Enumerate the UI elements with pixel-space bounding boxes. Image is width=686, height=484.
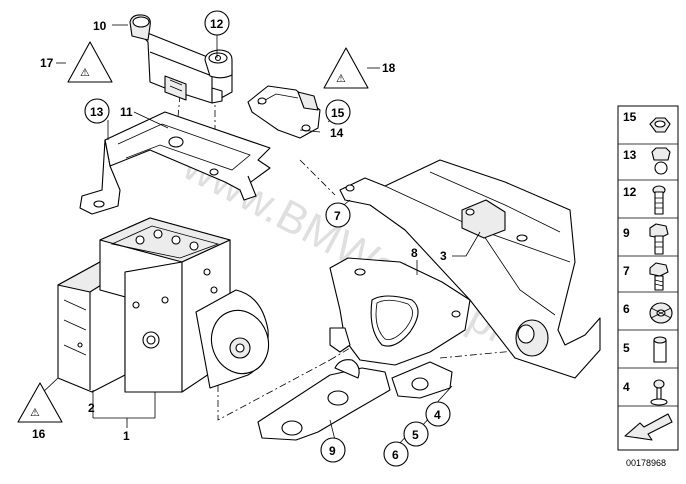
parts-legend: 15 13 12 9 xyxy=(617,105,679,451)
warning-triangle-18: ⚠ xyxy=(323,47,369,89)
rubber-mount-icon xyxy=(649,302,673,324)
svg-text:15: 15 xyxy=(623,110,637,124)
flange-screw-icon xyxy=(649,262,669,291)
control-sensor-unit xyxy=(129,14,233,104)
svg-text:7: 7 xyxy=(623,264,630,278)
callout-13: 13 xyxy=(90,105,104,119)
callout-4: 4 xyxy=(434,408,441,422)
arrow-icon xyxy=(624,413,673,441)
legend-item-4: 4 xyxy=(623,379,668,406)
svg-text:12: 12 xyxy=(623,185,637,199)
svg-text:⚠: ⚠ xyxy=(30,406,40,419)
svg-text:13: 13 xyxy=(623,148,637,162)
hex-nut-icon xyxy=(649,117,671,133)
callout-18: 18 xyxy=(382,61,396,75)
svg-text:⚠: ⚠ xyxy=(336,72,346,85)
support-plate xyxy=(329,257,471,366)
callout-circles xyxy=(84,10,451,467)
hydraulic-unit xyxy=(57,217,270,393)
warning-triangle-16: ⚠ xyxy=(17,382,63,423)
callout-12: 12 xyxy=(210,17,224,31)
callout-1: 1 xyxy=(123,429,130,443)
callout-14: 14 xyxy=(330,126,344,140)
cap-nut-icon xyxy=(651,147,671,175)
callout-16: 16 xyxy=(32,427,46,441)
callout-11: 11 xyxy=(120,105,133,119)
legend-item-7: 7 xyxy=(623,262,669,291)
callout-3: 3 xyxy=(440,249,447,263)
socket-bolt-icon xyxy=(652,185,666,215)
svg-text:5: 5 xyxy=(623,341,630,355)
yaw-sensor xyxy=(247,85,321,139)
legend-item-5: 5 xyxy=(623,336,667,363)
legend-item-15: 15 xyxy=(623,110,671,133)
svg-text:9: 9 xyxy=(623,226,630,240)
svg-text:6: 6 xyxy=(623,302,630,316)
legend-item-13: 13 xyxy=(623,147,671,175)
callout-labels: 10 12 17 18 13 11 15 14 7 8 3 2 1 16 4 5… xyxy=(32,17,447,462)
callout-5: 5 xyxy=(412,428,419,442)
legend-item-arrow xyxy=(624,413,673,441)
bushing-icon xyxy=(653,336,667,363)
lower-brackets xyxy=(257,359,453,441)
washer-bolt-icon xyxy=(650,379,668,406)
hex-bolt-icon xyxy=(649,223,669,255)
diagram-code: 00178968 xyxy=(626,458,666,468)
callout-15: 15 xyxy=(331,106,345,120)
warning-triangle-17: ⚠ xyxy=(67,41,113,83)
legend-item-9: 9 xyxy=(623,223,669,255)
legend-item-12: 12 xyxy=(623,185,666,215)
legend-item-6: 6 xyxy=(623,302,673,324)
callout-6: 6 xyxy=(392,448,399,462)
mounting-bracket xyxy=(339,159,601,379)
sensor-bracket xyxy=(79,111,271,215)
callout-2: 2 xyxy=(88,401,95,415)
svg-text:⚠: ⚠ xyxy=(80,66,90,79)
callout-9: 9 xyxy=(329,444,336,458)
callout-17: 17 xyxy=(40,56,54,70)
callout-10: 10 xyxy=(93,19,107,33)
svg-text:4: 4 xyxy=(623,380,630,394)
callout-8: 8 xyxy=(411,246,418,260)
callout-7: 7 xyxy=(334,209,341,223)
